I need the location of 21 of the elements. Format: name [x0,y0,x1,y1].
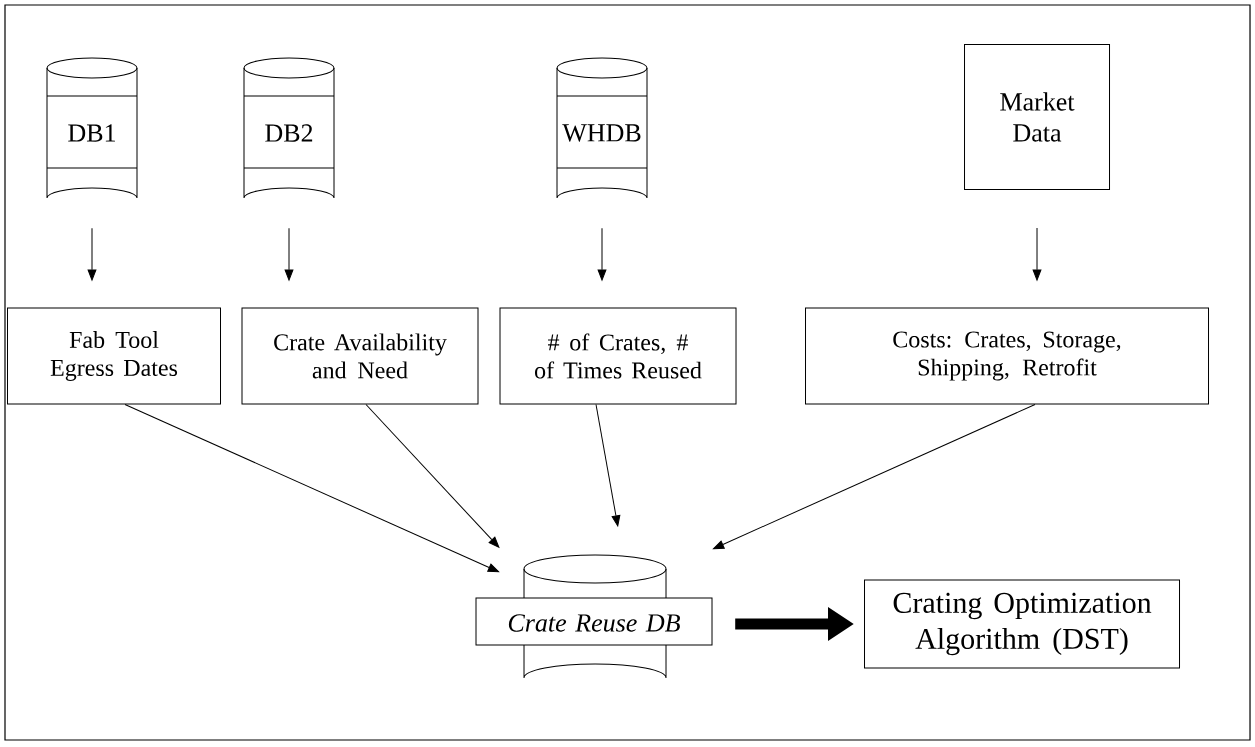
node-label: DB1 [68,124,115,142]
arrow [124,404,499,573]
arrow [284,227,294,281]
process-box: # of Crates, # of Times Reused [499,307,737,405]
process-box: Crate Availability and Need [241,307,479,405]
process-box: Costs: Crates, Storage, Shipping, Retrofit [805,307,1209,405]
database-cylinder: WHDB [556,57,648,199]
database-cylinder: Crate Reuse DB [475,554,713,679]
arrow [1032,227,1042,281]
arrow [595,404,621,527]
database-cylinder: DB1 [46,57,138,199]
arrow [713,404,1036,550]
data-box: Market Data [964,44,1110,190]
process-box: Crating Optimization Algorithm (DST) [864,579,1180,669]
arrow [87,227,97,281]
database-cylinder: DB2 [243,57,335,199]
arrow [597,227,607,281]
process-box: Fab Tool Egress Dates [7,307,221,405]
node-label: WHDB [562,124,641,142]
arrow [365,404,500,548]
node-label: DB2 [265,124,313,142]
